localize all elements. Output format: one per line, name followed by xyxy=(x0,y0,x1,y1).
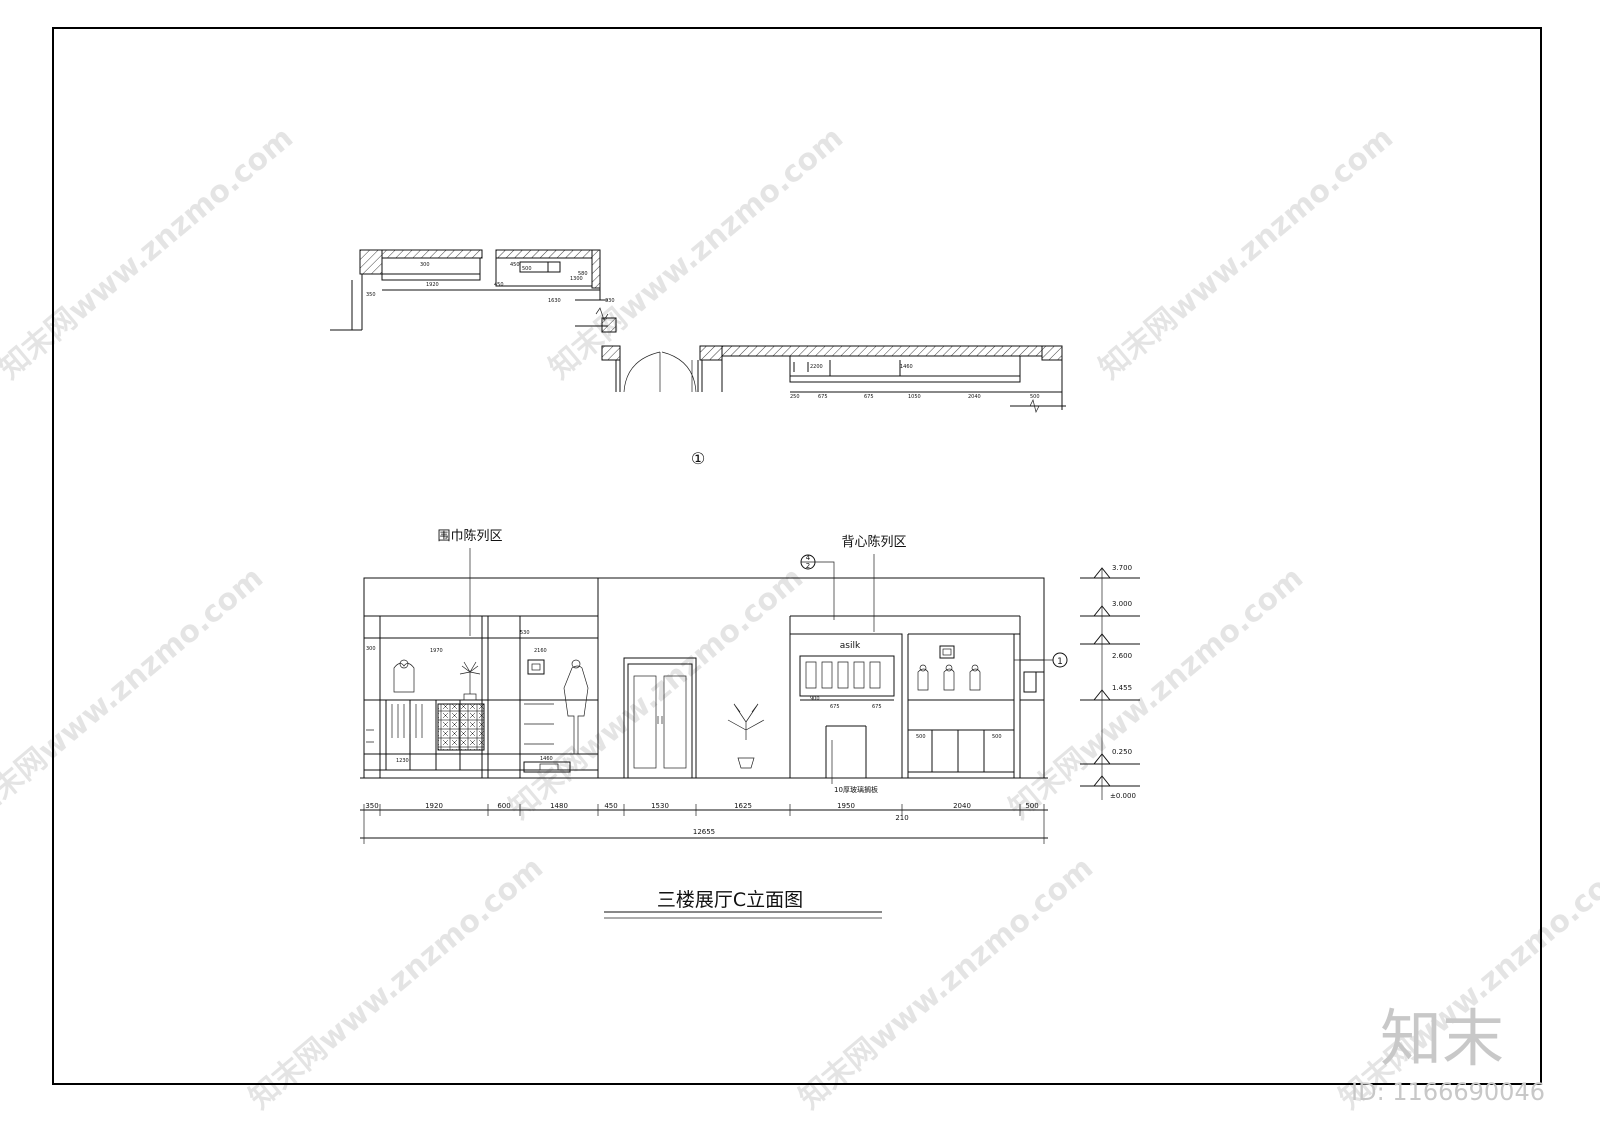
plan-dim-r6: 500 xyxy=(1030,394,1040,400)
dim-450: 450 xyxy=(604,802,617,810)
watermark-text-6: 知末网www.znzmo.com xyxy=(1003,560,1310,826)
brand-sign: asilk xyxy=(840,641,861,651)
plan-dim-r4: 1050 xyxy=(908,394,921,400)
inner-dim-1: 1970 xyxy=(430,648,443,654)
dim-1480: 1480 xyxy=(550,802,568,810)
level-2600: 2.600 xyxy=(1112,652,1132,660)
level-3700: 3.700 xyxy=(1112,564,1132,572)
inner-dim-4: 675 xyxy=(830,704,840,710)
plan-dim-s1: 300 xyxy=(420,262,430,268)
dim-total: 12655 xyxy=(693,828,715,836)
section-marker: ① xyxy=(691,449,705,468)
level-0250: 0.250 xyxy=(1112,748,1132,756)
plan-dim-1: 350 xyxy=(366,292,376,298)
watermark-logo: 知末 xyxy=(1380,1002,1504,1075)
zone-label-scarf: 围巾陈列区 xyxy=(437,528,502,544)
inner-dim-7: 500 xyxy=(992,734,1002,740)
watermark-text-5: 知末网www.znzmo.com xyxy=(503,560,810,826)
sheet-border xyxy=(52,27,1542,1085)
level-3000: 3.000 xyxy=(1112,600,1132,608)
drawing-title: 三楼展厅C立面图 xyxy=(657,889,803,911)
dim-350: 350 xyxy=(365,802,378,810)
watermark-text-3: 知末网www.znzmo.com xyxy=(1093,120,1400,386)
level-markers: 3.700 3.000 2.600 1.455 0.250 ±0.000 xyxy=(1080,564,1140,800)
callout-side: 1 xyxy=(1057,657,1063,667)
dim-1920: 1920 xyxy=(425,802,443,810)
watermark-text-1: 知末网www.znzmo.com xyxy=(0,120,300,386)
inner-dim-6: 500 xyxy=(916,734,926,740)
plan-dim-s4: 1460 xyxy=(900,364,913,370)
plan-dim-4: 1630 xyxy=(548,298,561,304)
callout-bottom: 2 xyxy=(806,562,810,570)
plan-dim-s5: 1300 xyxy=(570,276,583,282)
dim-2040: 2040 xyxy=(953,802,971,810)
plan-dim-7: 500 xyxy=(522,266,532,272)
inner-dim-9: 530 xyxy=(520,630,530,636)
inner-dim-8: 300 xyxy=(366,646,376,652)
plan-dim-3: 450 xyxy=(494,282,504,288)
callout-top: 4 xyxy=(806,554,811,562)
inner-dim-2: 2160 xyxy=(534,648,547,654)
dim-600: 600 xyxy=(497,802,510,810)
watermark-text-8: 知末网www.znzmo.com xyxy=(793,850,1100,1116)
plan-dim-s3: 2200 xyxy=(810,364,823,370)
plan-dim-r2: 675 xyxy=(818,394,828,400)
inner-dim-10: 1230 xyxy=(396,758,409,764)
watermark-text-9: 知末网www.znzmo.com xyxy=(1333,850,1600,1116)
dim-1950: 1950 xyxy=(837,802,855,810)
inner-dim-11: 1460 xyxy=(540,756,553,762)
elevation-drawing: 围巾陈列区 背心陈列区 4 2 1 asilk 10厚玻璃搁板 1970 216… xyxy=(360,528,1140,919)
glass-shelf-note: 10厚玻璃搁板 xyxy=(834,785,878,794)
dim-1530: 1530 xyxy=(651,802,669,810)
watermark-id: ID: 1166690046 xyxy=(1351,1078,1545,1106)
plan-dim-r1: 250 xyxy=(790,394,800,400)
inner-dim-3: 900 xyxy=(810,696,820,702)
plan-dim-5: 330 xyxy=(605,298,615,304)
plan-dim-6: 580 xyxy=(578,271,588,277)
plan-dim-r3: 675 xyxy=(864,394,874,400)
plan-dim-r5: 2040 xyxy=(968,394,981,400)
zone-label-vest: 背心陈列区 xyxy=(841,534,906,550)
floor-plan: 350 1920 450 1630 330 580 500 250 675 67… xyxy=(330,249,1066,468)
dim-1625: 1625 xyxy=(734,802,752,810)
level-0000: ±0.000 xyxy=(1110,792,1136,800)
level-1455: 1.455 xyxy=(1112,684,1132,692)
plan-dim-s2: 450 xyxy=(510,262,520,268)
plan-dim-2: 1920 xyxy=(426,282,439,288)
watermark-layer: 知末网www.znzmo.com 知末网www.znzmo.com 知末网www… xyxy=(0,120,1600,1116)
watermark-text-4: 知末网www.znzmo.com xyxy=(0,560,270,826)
dim-210: 210 xyxy=(895,814,908,822)
inner-dim-5: 675 xyxy=(872,704,882,710)
dim-500: 500 xyxy=(1025,802,1038,810)
watermark-text-7: 知末网www.znzmo.com xyxy=(243,850,550,1116)
